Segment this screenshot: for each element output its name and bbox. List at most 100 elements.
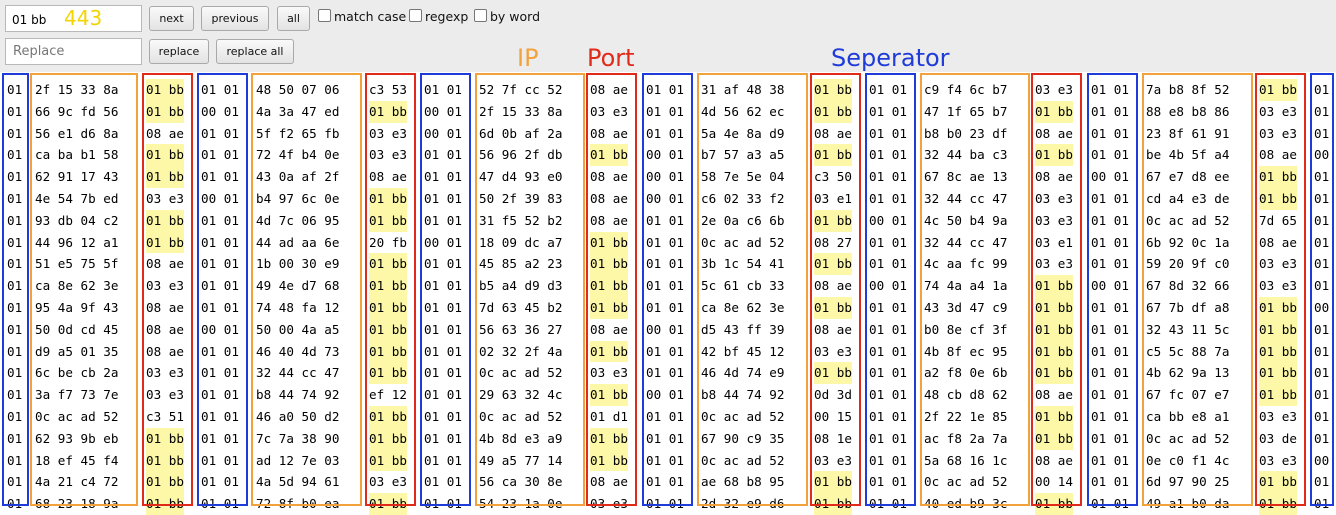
ip-bytes: 32 44 ba c3 <box>924 147 1008 163</box>
sep-bytes: 01 01 <box>646 365 684 381</box>
find-replace-toolbar: 01 bb 443 next previous all match case r… <box>0 0 1336 72</box>
previous-button[interactable]: previous <box>201 6 269 31</box>
ip-bytes: 0c ac ad 52 <box>479 365 563 381</box>
sep-bytes: 01 01 <box>201 212 239 228</box>
ip-bytes: b0 8e cf 3f <box>924 321 1008 337</box>
port-bytes: 01 bb <box>369 318 407 341</box>
sep-bytes: 00 01 <box>869 212 907 228</box>
port-bytes: 01 bb <box>590 449 628 472</box>
port-bytes: 01 bb <box>146 427 184 450</box>
ip-bytes: 0c ac ad 52 <box>479 408 563 424</box>
replace-all-button[interactable]: replace all <box>216 39 294 64</box>
port-bytes: 01 bb <box>1259 340 1297 363</box>
replace-input[interactable]: Replace <box>5 38 142 65</box>
port-bytes: 08 ae <box>1259 147 1297 163</box>
regexp-option[interactable]: regexp <box>409 9 468 24</box>
sep-bytes: 01 01 <box>869 496 907 512</box>
port-bytes: 08 ae <box>146 299 184 315</box>
ip-bytes: ca ba b1 58 <box>35 147 119 163</box>
port-bytes: 08 ae <box>1035 387 1073 403</box>
sep-bytes: 01 <box>1314 408 1330 424</box>
sep-bytes: 01 01 <box>424 212 462 228</box>
next-button[interactable]: next <box>149 6 194 31</box>
port-bytes: 03 e3 <box>814 452 852 468</box>
sep-bytes: 01 <box>1314 169 1330 185</box>
by-word-checkbox[interactable] <box>474 9 487 22</box>
regexp-checkbox[interactable] <box>409 9 422 22</box>
port-bytes: 0d 3d <box>814 387 852 403</box>
sep-bytes: 01 01 <box>201 365 239 381</box>
sep-bytes: 01 01 <box>424 321 462 337</box>
sep-bytes: 01 01 <box>1091 103 1129 119</box>
sep-bytes: 01 01 <box>1091 387 1129 403</box>
by-word-option[interactable]: by word <box>474 9 540 24</box>
port-bytes: 01 bb <box>1035 144 1073 167</box>
sep-bytes: 00 01 <box>646 387 684 403</box>
sep-bytes: 01 01 <box>201 82 239 97</box>
port-bytes: 01 bb <box>146 144 184 167</box>
port-bytes: 01 bb <box>1035 100 1073 123</box>
ip-bytes: 44 96 12 a1 <box>35 234 119 250</box>
ip-bytes: 50 0d cd 45 <box>35 321 119 337</box>
ip-bytes: 4b 8d e3 a9 <box>479 430 563 446</box>
sep-bytes: 01 01 <box>424 299 462 315</box>
sep-bytes: 01 <box>1314 496 1330 512</box>
port-bytes: 01 bb <box>146 209 184 232</box>
port-label: Port <box>587 44 635 72</box>
replace-button[interactable]: replace <box>149 39 209 64</box>
sep-bytes: 01 01 <box>869 147 907 163</box>
sep-bytes: 01 <box>7 147 23 163</box>
ip-bytes: 4a 5d 94 61 <box>256 474 340 490</box>
ip-bytes: 50 00 4a a5 <box>256 321 340 337</box>
ip-bytes: 6c be cb 2a <box>35 365 119 381</box>
match-case-checkbox[interactable] <box>318 9 331 22</box>
port-bytes: 01 bb <box>814 100 852 123</box>
port-bytes: 08 ae <box>814 278 852 294</box>
port-bytes: 01 bb <box>814 471 852 494</box>
port-bytes: 01 bb <box>1259 79 1297 101</box>
ip-bytes: 67 e7 d8 ee <box>1146 169 1230 185</box>
find-input[interactable]: 01 bb 443 <box>5 5 142 32</box>
sep-bytes: 01 01 <box>201 234 239 250</box>
sep-bytes: 00 01 <box>869 278 907 294</box>
sep-bytes: 01 01 <box>646 82 684 97</box>
sep-bytes: 01 01 <box>646 125 684 141</box>
ip-bytes: d9 a5 01 35 <box>35 343 119 359</box>
ip-bytes: 31 af 48 38 <box>701 82 785 97</box>
ip-bytes: 0c ac ad 52 <box>924 474 1008 490</box>
port-bytes: 01 bb <box>590 144 628 167</box>
sep-bytes: 01 01 <box>424 496 462 512</box>
sep-bytes: 01 <box>7 365 23 381</box>
match-case-option[interactable]: match case <box>318 9 406 24</box>
sep-bytes: 01 01 <box>424 147 462 163</box>
port-bytes: 03 e3 <box>814 343 852 359</box>
port-bytes: 08 ae <box>814 321 852 337</box>
sep-bytes: 01 <box>7 234 23 250</box>
ip-bytes: 58 7e 5e 04 <box>701 169 785 185</box>
sep-bytes: 01 01 <box>869 125 907 141</box>
port-bytes: 01 bb <box>590 296 628 319</box>
sep-bytes: 01 01 <box>1091 190 1129 206</box>
port-bytes: 01 bb <box>1035 275 1073 297</box>
port-bytes: 03 e3 <box>369 147 407 163</box>
sep-bytes: 00 <box>1314 299 1330 315</box>
ip-bytes: 47 d4 93 e0 <box>479 169 563 185</box>
port-bytes: 03 e3 <box>590 103 628 119</box>
sep-bytes: 01 01 <box>1091 299 1129 315</box>
ip-bytes: 72 8f b0 ea <box>256 496 340 512</box>
port-bytes: 01 bb <box>369 405 407 428</box>
separator-column-box <box>865 73 916 506</box>
ip-bytes: 4c aa fc 99 <box>924 256 1008 272</box>
sep-bytes: 00 01 <box>424 103 462 119</box>
sep-bytes: 01 <box>7 321 23 337</box>
find-query[interactable]: 01 bb <box>12 13 47 27</box>
sep-bytes: 01 01 <box>201 474 239 490</box>
ip-bytes: ad 12 7e 03 <box>256 452 340 468</box>
sep-bytes: 01 01 <box>646 474 684 490</box>
sep-bytes: 01 01 <box>1091 343 1129 359</box>
sep-bytes: 01 01 <box>869 474 907 490</box>
all-button[interactable]: all <box>277 6 310 31</box>
port-bytes: 08 ae <box>590 212 628 228</box>
sep-bytes: 01 <box>1314 82 1330 97</box>
sep-bytes: 01 <box>1314 212 1330 228</box>
